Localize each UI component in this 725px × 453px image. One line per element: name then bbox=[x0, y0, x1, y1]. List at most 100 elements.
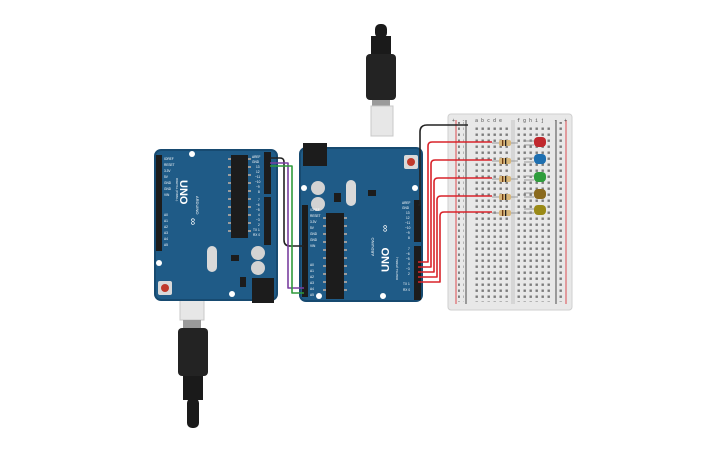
header-digital-left-b[interactable] bbox=[264, 197, 271, 245]
power-label-left: GND bbox=[164, 181, 172, 185]
pin-label-left: AREF bbox=[252, 155, 261, 159]
center-channel bbox=[511, 120, 515, 304]
power-label-right: VIN bbox=[310, 244, 316, 248]
pin-label-left: 12 bbox=[256, 170, 260, 174]
arduino-board-left[interactable]: UNO ARDUINO ∞ AREF GND 13 12 ~11 ~10 ~9 … bbox=[154, 149, 278, 303]
header-power-left[interactable] bbox=[156, 155, 162, 251]
power-label-right: GND bbox=[310, 232, 318, 236]
pin-label-right: TX 1 bbox=[403, 282, 410, 286]
led-brown[interactable] bbox=[524, 189, 546, 199]
pin-label-right: ~5 bbox=[406, 257, 410, 261]
analog-label-left: A5 bbox=[164, 243, 168, 247]
wire-ground[interactable] bbox=[418, 124, 468, 206]
analog-label-left: A2 bbox=[164, 225, 168, 229]
analog-label-right: A4 bbox=[310, 287, 314, 291]
power-label-right: IOREF bbox=[310, 208, 320, 212]
power-label-left: IOREF bbox=[164, 157, 174, 161]
analog-label-right: A1 bbox=[310, 269, 314, 273]
pin-label-right: 13 bbox=[406, 211, 410, 215]
pin-label-right: ~9 bbox=[406, 231, 410, 235]
crystal-right bbox=[346, 180, 356, 206]
pin-label-left: GND bbox=[252, 160, 260, 164]
pin-label-left: ~6 bbox=[256, 203, 260, 207]
power-jack-right bbox=[303, 143, 327, 166]
header-digital-left-a[interactable] bbox=[264, 152, 271, 194]
board-brand-left: ARDUINO bbox=[195, 196, 200, 214]
resistor-3[interactable] bbox=[492, 176, 518, 182]
pin-label-left: ~10 bbox=[255, 180, 261, 184]
crystal-left bbox=[207, 246, 217, 272]
wire-interboard-purple[interactable] bbox=[270, 162, 304, 289]
analog-label-left: A4 bbox=[164, 237, 168, 241]
pin-label-left: 13 bbox=[256, 165, 260, 169]
power-label-left: RESET bbox=[164, 163, 175, 167]
atmega-chip-right bbox=[326, 213, 344, 299]
usb-cable-top[interactable] bbox=[366, 24, 396, 137]
resistor-5[interactable] bbox=[492, 210, 518, 216]
pin-label-left: 4 bbox=[258, 213, 260, 217]
header-digital-right-b[interactable] bbox=[414, 246, 421, 300]
pin-label-right: AREF bbox=[402, 201, 411, 205]
column-letter: b bbox=[481, 118, 484, 124]
capacitor-left-1 bbox=[251, 246, 265, 260]
led-olive[interactable] bbox=[524, 205, 546, 215]
pin-label-left: ~3 bbox=[256, 218, 260, 222]
power-label-right: 5V bbox=[310, 226, 315, 230]
pin-label-right: 7 bbox=[408, 247, 410, 251]
resistor-1[interactable] bbox=[492, 140, 518, 146]
wire-signal-1[interactable] bbox=[418, 141, 492, 263]
pin-label-left: RX 0 bbox=[253, 233, 260, 237]
header-digital-right-a[interactable] bbox=[414, 200, 421, 242]
analog-label-right: A0 bbox=[310, 263, 314, 267]
wire-signal-2[interactable] bbox=[418, 159, 492, 268]
analog-label-right: A2 bbox=[310, 275, 314, 279]
power-label-left: VIN bbox=[164, 193, 170, 197]
pin-label-right: ~6 bbox=[406, 252, 410, 256]
board-brand-right: ARDUINO bbox=[370, 238, 375, 256]
led-blue[interactable] bbox=[524, 154, 546, 164]
rail-sign: - bbox=[554, 118, 557, 124]
terminal-strip-right[interactable] bbox=[516, 126, 552, 302]
rail-sign: + bbox=[564, 118, 567, 124]
section-label-left: DIGITAL (PWM~) bbox=[175, 178, 179, 201]
pin-label-right: GND bbox=[402, 206, 410, 210]
column-letter: c bbox=[487, 118, 490, 124]
capacitor-right-1 bbox=[311, 181, 325, 195]
arduino-board-right[interactable]: UNO ARDUINO ∞ AREF GND 13 12 ~11 ~10 ~9 … bbox=[299, 143, 423, 302]
resistor-4[interactable] bbox=[492, 194, 518, 200]
column-letter: a bbox=[475, 118, 478, 124]
header-power-right[interactable] bbox=[302, 205, 308, 297]
board-logo-right: UNO bbox=[380, 247, 392, 272]
power-jack-left bbox=[252, 278, 274, 303]
pin-label-right: ~11 bbox=[405, 221, 410, 225]
capacitor-left-2 bbox=[251, 261, 265, 275]
column-letter: j bbox=[541, 118, 544, 124]
resistor-2[interactable] bbox=[492, 158, 518, 164]
power-rail-right[interactable] bbox=[558, 122, 564, 302]
board-logo-left: UNO bbox=[177, 180, 189, 205]
column-letter: f bbox=[517, 118, 520, 124]
section-label-right: DIGITAL (PWM~) bbox=[395, 257, 399, 280]
pin-label-right: 4 bbox=[408, 262, 410, 266]
pin-label-left: ~11 bbox=[255, 175, 260, 179]
led-red[interactable] bbox=[524, 137, 546, 147]
wire-signal-3[interactable] bbox=[418, 177, 492, 273]
rail-sign: + bbox=[452, 118, 455, 124]
pin-label-right: 2 bbox=[408, 272, 410, 276]
pin-label-left: 2 bbox=[258, 223, 260, 227]
pin-label-right: RX 0 bbox=[403, 288, 410, 292]
power-label-right: 3.3V bbox=[310, 220, 317, 224]
wire-signal-5[interactable] bbox=[418, 211, 492, 283]
led-green[interactable] bbox=[524, 172, 546, 182]
atmega-chip-left bbox=[231, 155, 248, 238]
pin-label-left: ~5 bbox=[256, 208, 260, 212]
power-label-left: 3.3V bbox=[164, 169, 171, 173]
pin-label-right: 12 bbox=[406, 216, 410, 220]
pin-label-left: 7 bbox=[258, 198, 260, 202]
wire-signal-4[interactable] bbox=[418, 195, 492, 278]
usb-cable-bottom[interactable] bbox=[178, 295, 208, 428]
pin-label-right: 8 bbox=[408, 236, 410, 240]
wire-interboard-green[interactable] bbox=[270, 165, 304, 294]
power-label-right: GND bbox=[310, 238, 318, 242]
